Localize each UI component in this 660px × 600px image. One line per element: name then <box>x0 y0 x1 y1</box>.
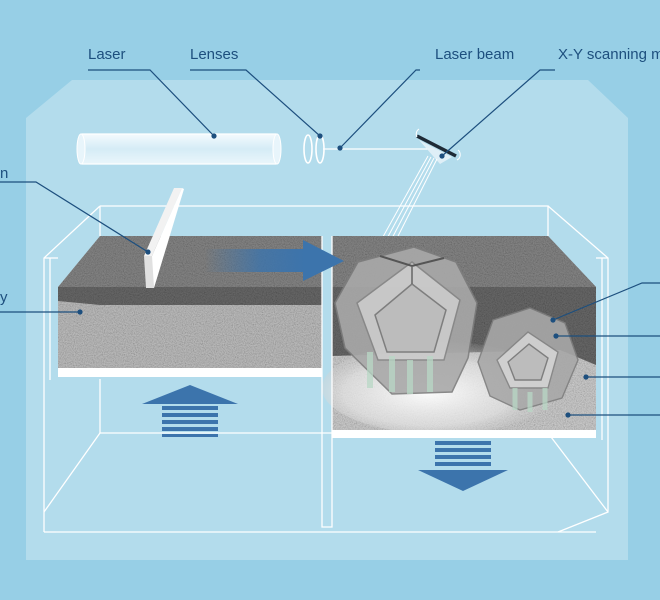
large-part-supports <box>367 352 433 394</box>
powder-feed-arrow-icon <box>205 240 344 281</box>
platform-down-arrow-icon <box>418 441 508 491</box>
label-laser: Laser <box>88 46 126 63</box>
scanned-beams <box>378 155 438 245</box>
label-laser-beam: Laser beam <box>435 46 515 63</box>
leader-dots <box>77 133 589 418</box>
leader-lines <box>0 69 660 416</box>
feed-platform <box>58 368 322 377</box>
build-box-frame <box>43 205 609 533</box>
feed-chamber <box>58 236 322 368</box>
small-part <box>477 307 579 411</box>
scanning-mirror-icon <box>415 128 461 164</box>
label-edge-top: n <box>0 165 9 182</box>
build-platform <box>332 430 596 438</box>
label-lenses: Lenses <box>190 46 239 63</box>
label-edge-mid: y <box>0 289 8 306</box>
recoater-blade-icon <box>144 188 184 288</box>
divider-wall <box>321 236 333 528</box>
laser-tube-icon <box>76 133 282 165</box>
small-part-supports <box>512 388 548 412</box>
label-xy-scanning: X-Y scanning m <box>558 46 660 63</box>
platform-up-arrow-icon <box>142 385 238 437</box>
